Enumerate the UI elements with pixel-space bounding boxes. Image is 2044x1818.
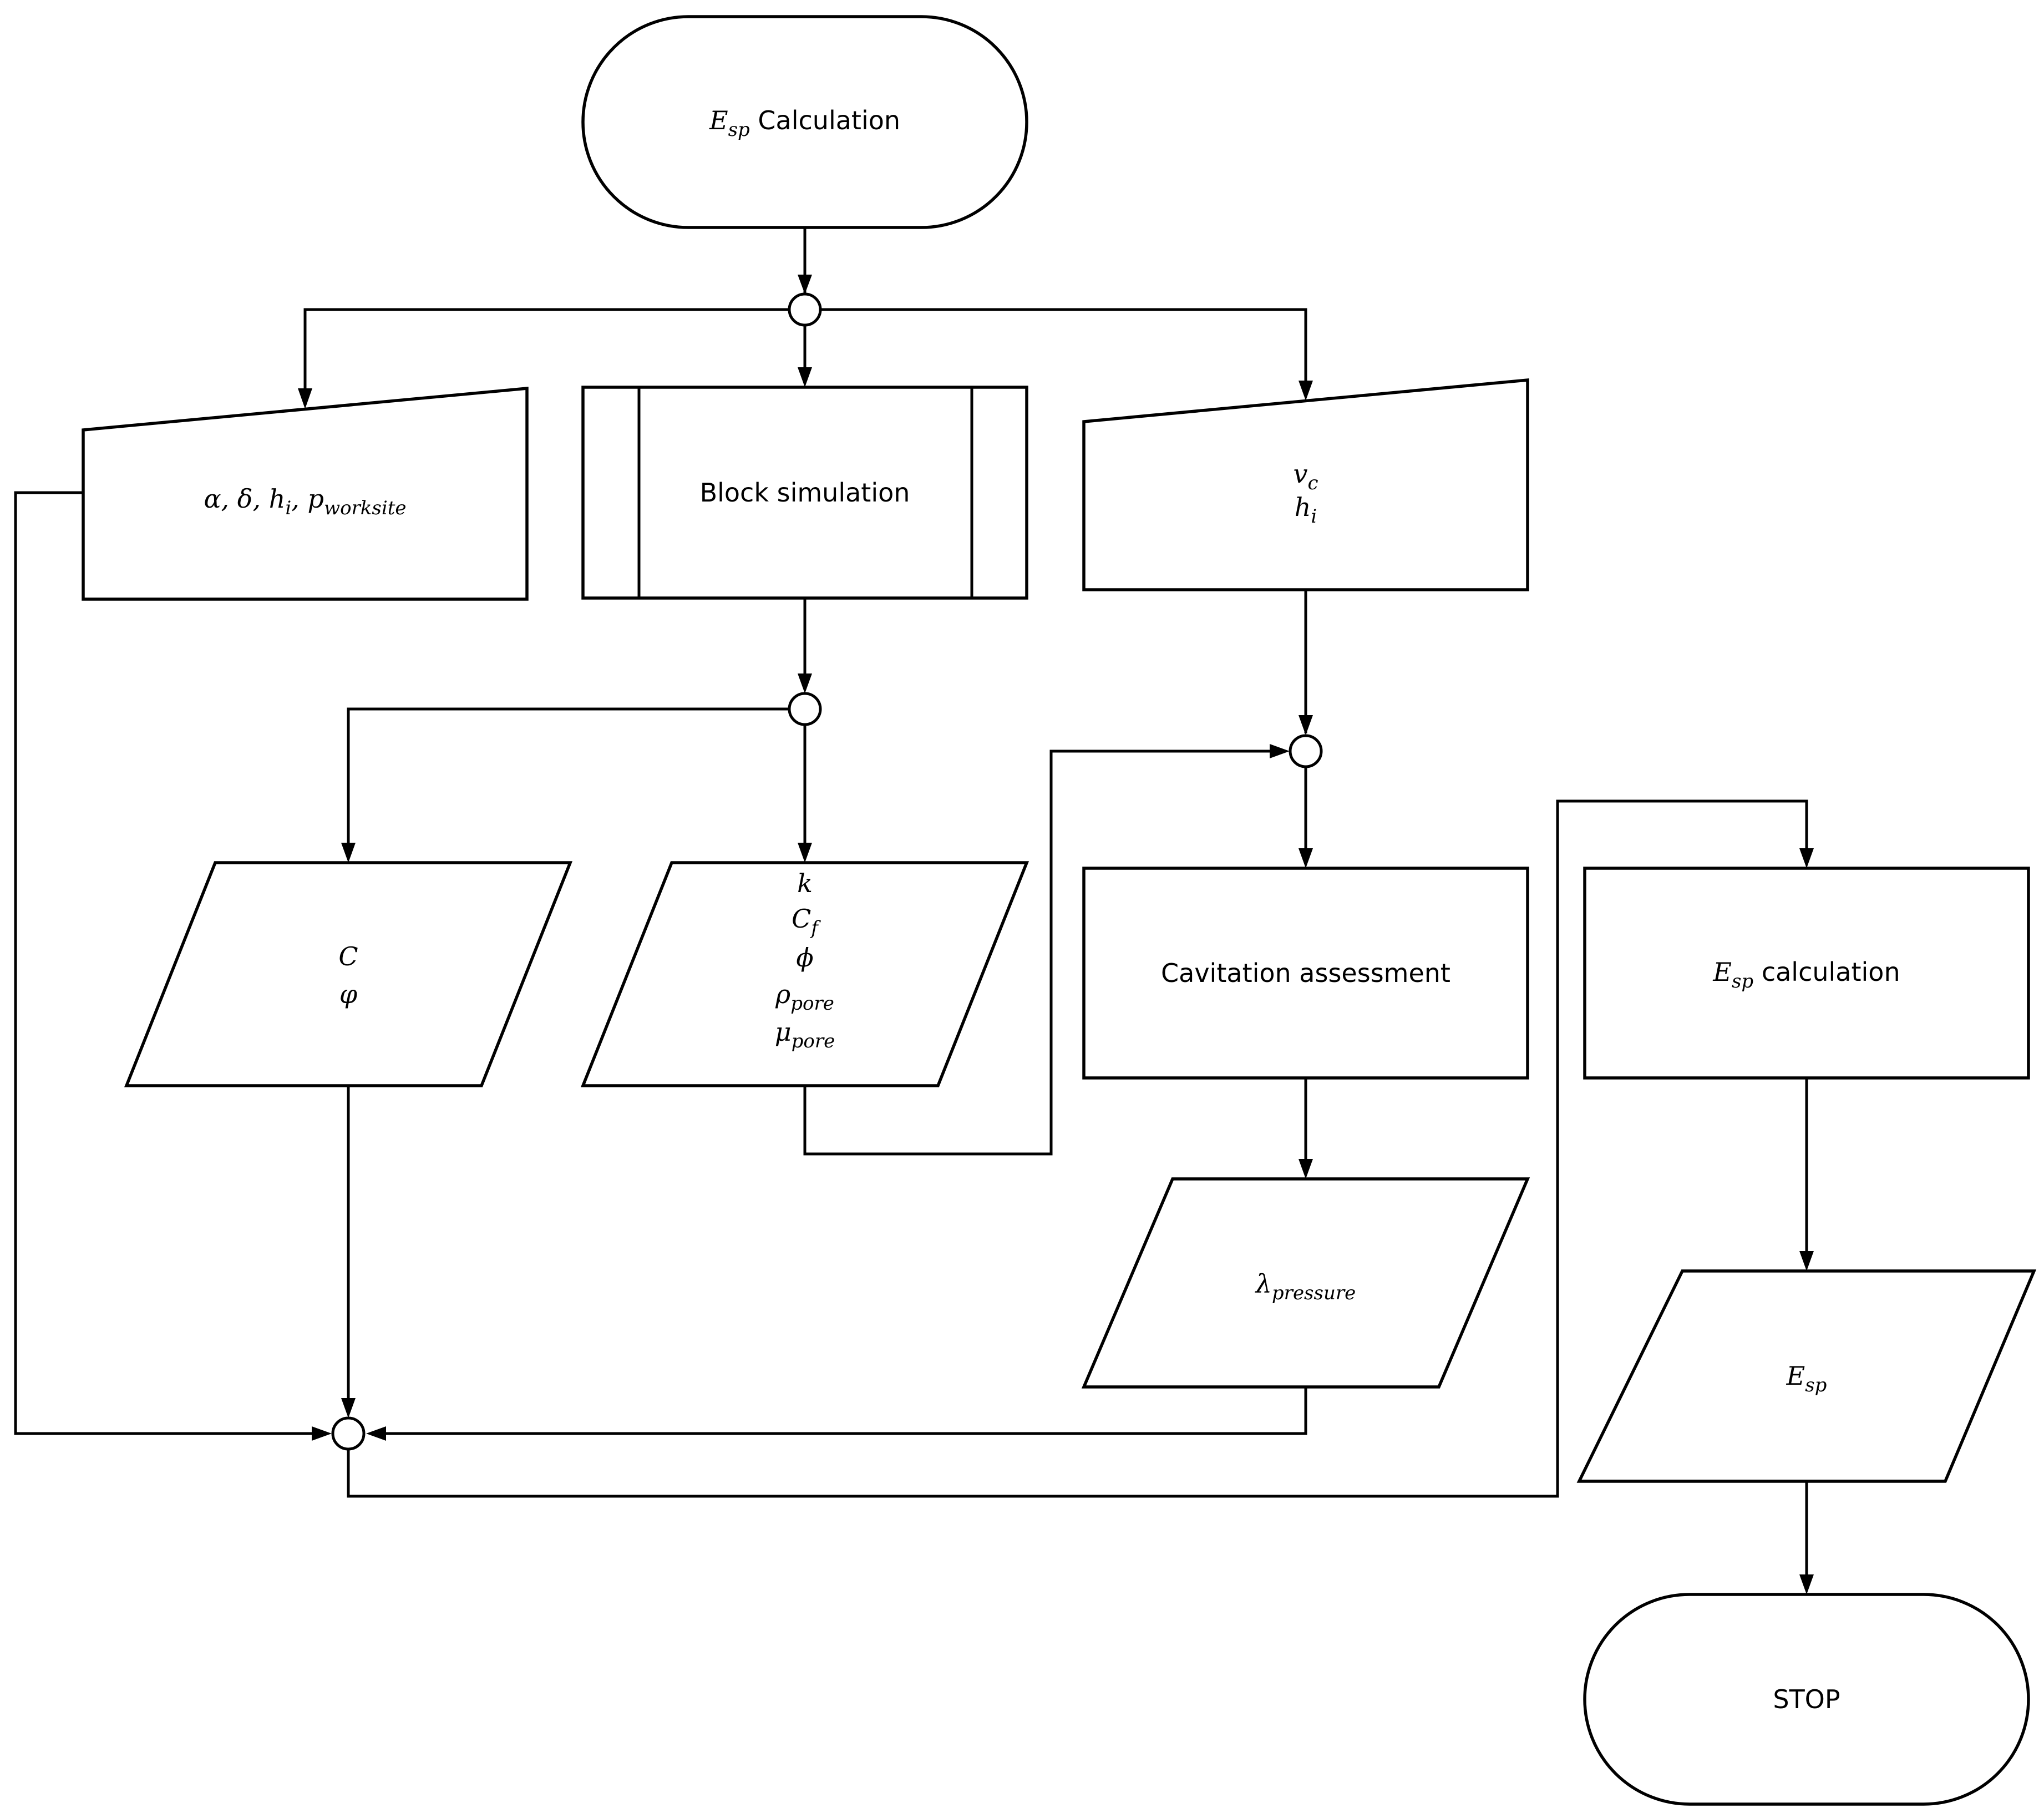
start-terminal: Esp Calculation xyxy=(581,15,1028,229)
output-mu-pore-label: μpore xyxy=(775,1017,835,1052)
junction-top xyxy=(788,292,822,327)
block-simulation-label: Block simulation xyxy=(700,478,910,508)
process-block-simulation: Block simulation xyxy=(581,386,1028,600)
data-output-esp: Esp xyxy=(1576,1269,2037,1483)
manual-input-cutting-parameters: vc hi xyxy=(1082,378,1529,591)
arrowhead xyxy=(341,1398,356,1418)
arrowhead xyxy=(312,1426,332,1441)
connectors xyxy=(14,227,1814,1594)
arrowhead xyxy=(341,843,356,863)
process-cavitation-assessment: Cavitation assessment xyxy=(1082,867,1529,1080)
arrowhead xyxy=(1299,381,1313,401)
output-cf-label: Cf xyxy=(792,904,821,939)
process-esp-calculation: Esp calculation xyxy=(1583,867,2030,1080)
connector-block-params-to-junction xyxy=(803,750,1276,1156)
arrowhead xyxy=(1299,1159,1313,1179)
data-output-lambda-pressure: λpressure xyxy=(1081,1177,1530,1389)
output-k-label: k xyxy=(797,868,813,898)
arrowhead xyxy=(1799,1574,1814,1594)
output-esp-label: Esp xyxy=(1786,1361,1827,1396)
arrowhead xyxy=(798,843,812,863)
junction-block-simulation xyxy=(788,692,822,726)
connector-junction-to-right-input xyxy=(820,308,1307,386)
output-porosity-label: ϕ xyxy=(796,943,813,973)
data-output-cohesion-friction: C φ xyxy=(124,861,573,1087)
connector-left-input-to-junction xyxy=(14,491,313,1435)
junction-merge xyxy=(331,1416,366,1451)
output-rho-pore-label: ρpore xyxy=(775,979,834,1015)
arrowhead xyxy=(1799,1251,1814,1271)
esp-calculation-label: Esp calculation xyxy=(1712,957,1900,992)
data-output-block-parameters: k Cf ϕ ρpore μpore xyxy=(580,861,1029,1087)
cavitation-assessment-label: Cavitation assessment xyxy=(1161,958,1450,988)
worksite-parameters-label: α, δ, hi, pworksite xyxy=(204,484,406,519)
arrowhead xyxy=(366,1426,386,1441)
input-vc-label: vc xyxy=(1293,459,1318,494)
stop-terminal: STOP xyxy=(1583,1593,2030,1806)
arrowhead xyxy=(1799,848,1814,868)
arrowhead xyxy=(1299,715,1313,735)
manual-input-worksite-parameters: α, δ, hi, pworksite xyxy=(82,386,529,601)
start-terminal-label: Esp Calculation xyxy=(709,105,900,141)
output-c-label: C xyxy=(338,941,358,971)
arrowhead xyxy=(798,673,812,693)
arrowhead xyxy=(798,275,812,294)
output-lambda-label: λpressure xyxy=(1255,1269,1356,1304)
arrowhead xyxy=(798,367,812,387)
stop-terminal-label: STOP xyxy=(1773,1684,1840,1714)
connector-junction-to-c-phi xyxy=(347,707,789,849)
arrowhead xyxy=(1299,848,1313,868)
arrowhead xyxy=(298,388,312,409)
input-hi-label: hi xyxy=(1295,492,1317,528)
junction-cavitation xyxy=(1289,734,1323,768)
connector-lambda-to-junction xyxy=(383,1387,1307,1435)
connector-junction-to-left-input xyxy=(303,308,789,394)
arrowhead xyxy=(1270,744,1290,758)
output-phi-label: φ xyxy=(339,979,358,1009)
connector-junction-to-esp-calculation xyxy=(347,799,1808,1498)
